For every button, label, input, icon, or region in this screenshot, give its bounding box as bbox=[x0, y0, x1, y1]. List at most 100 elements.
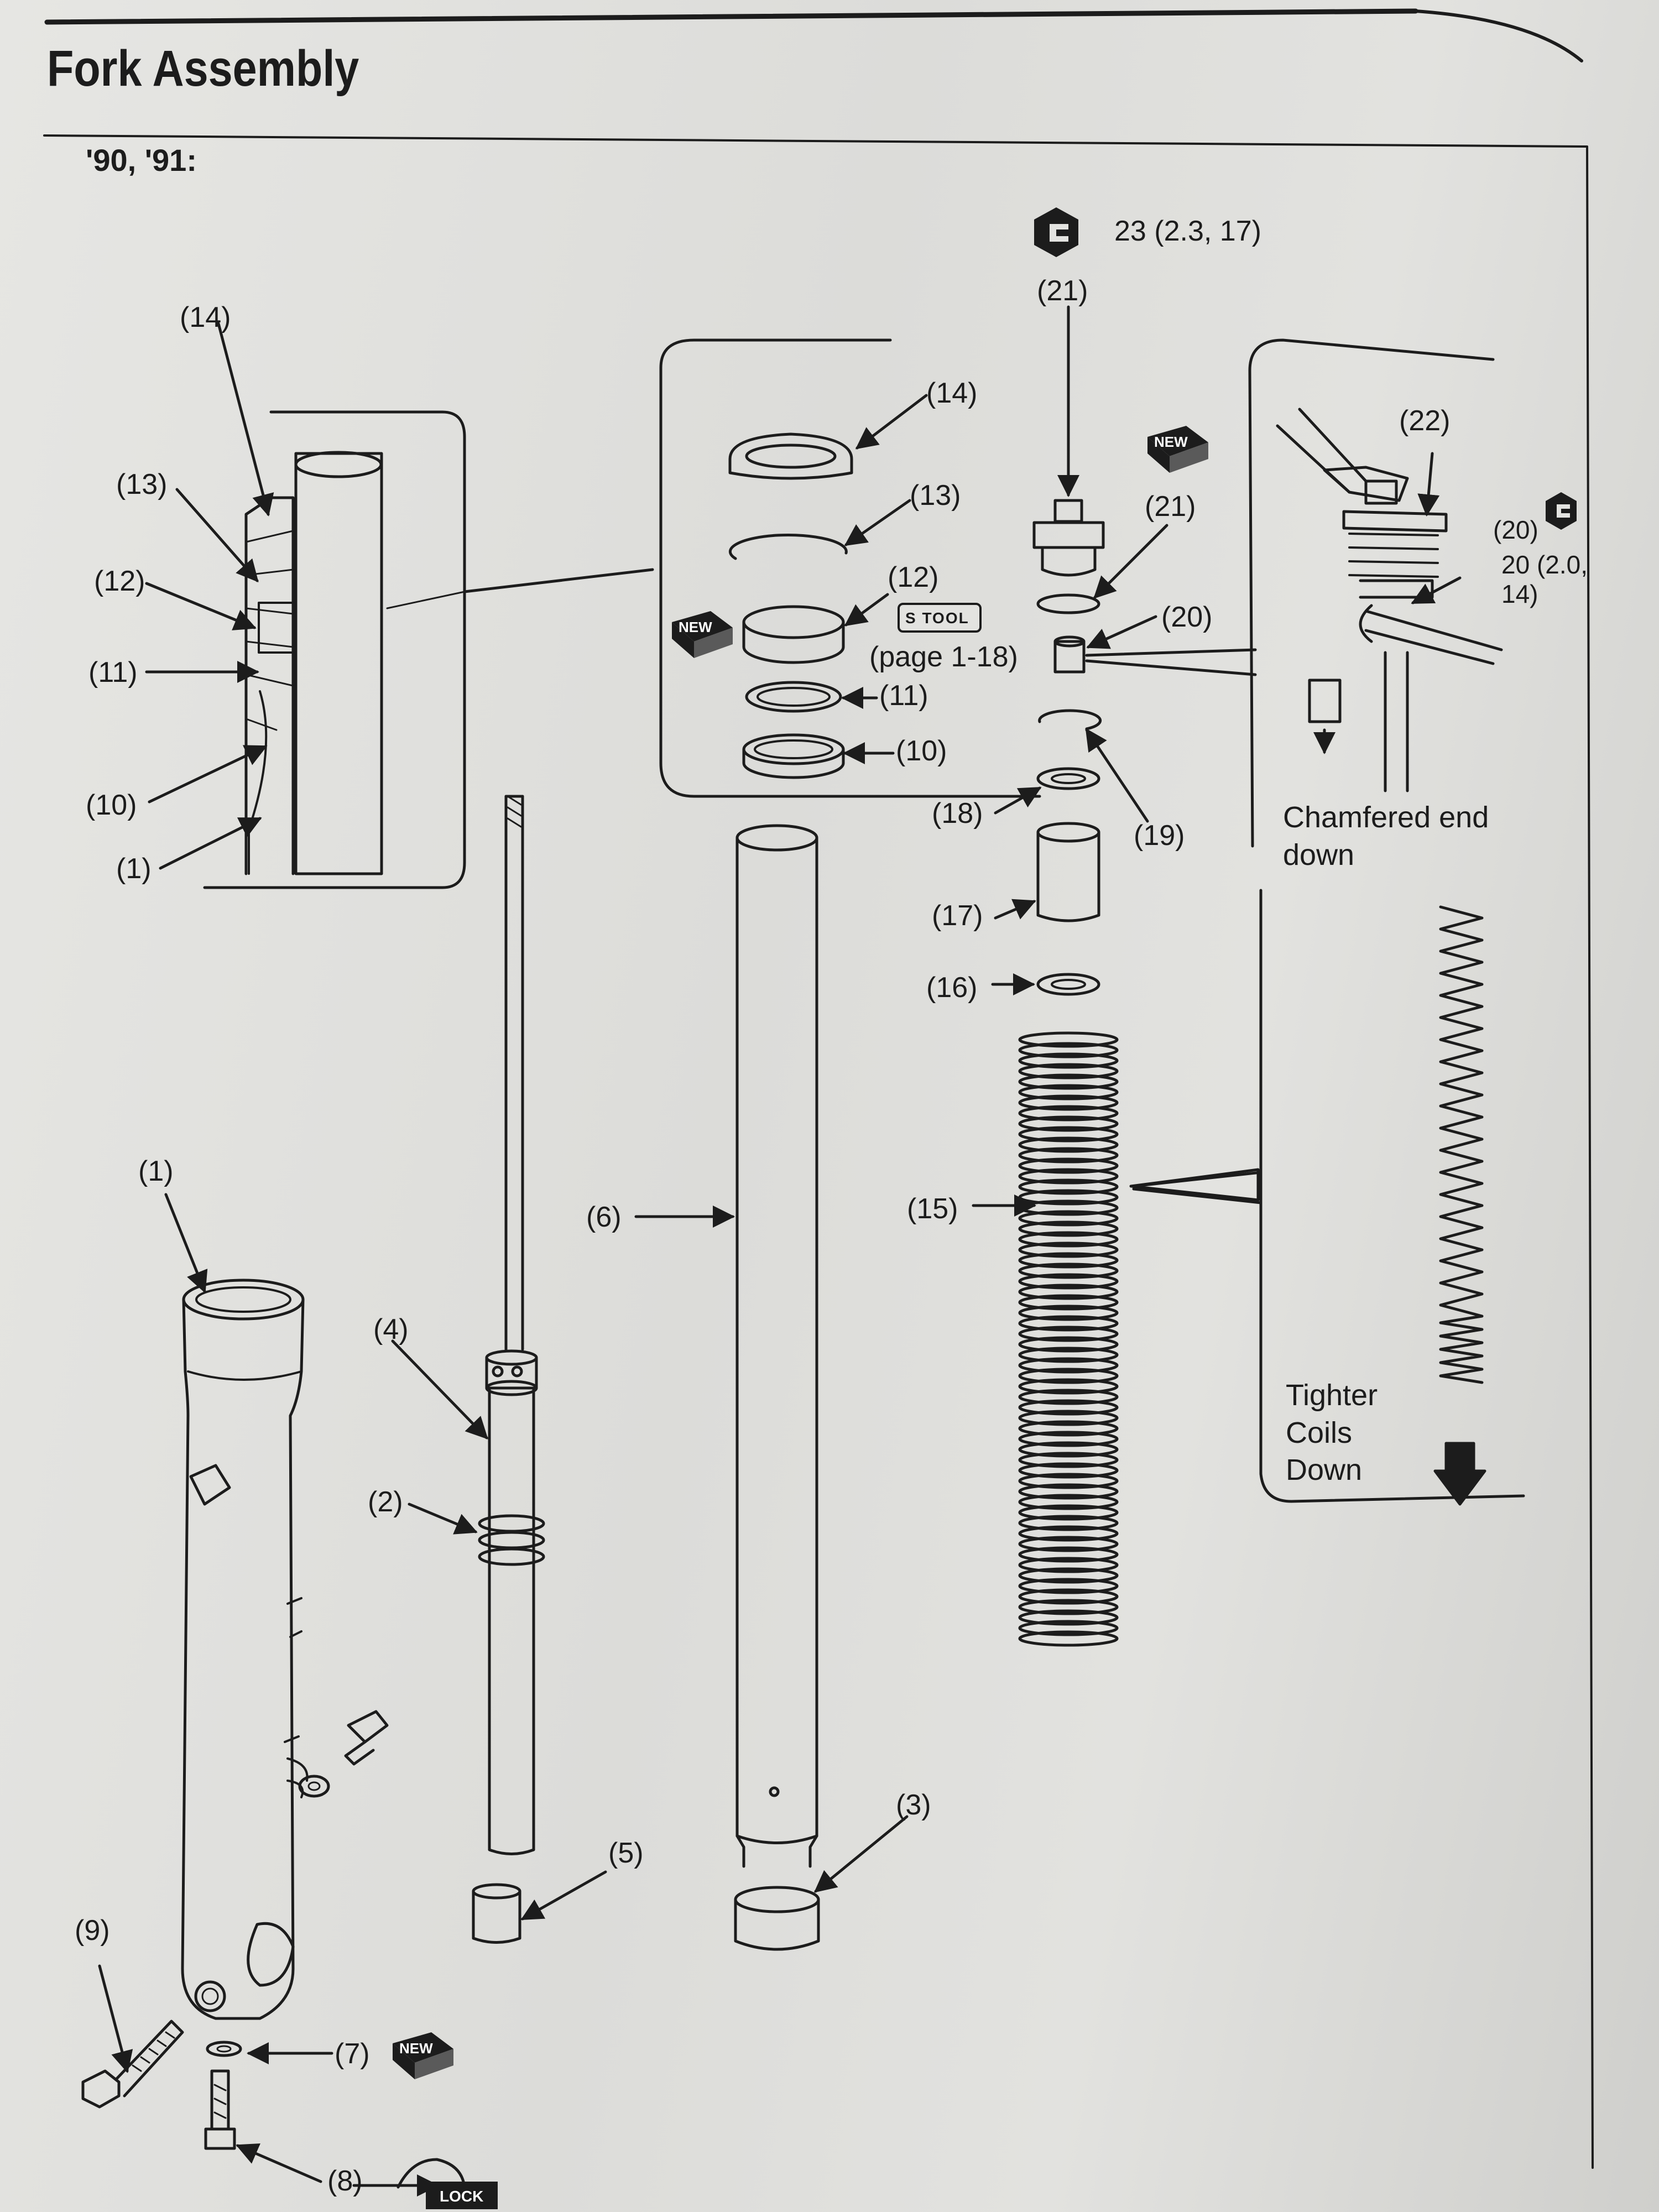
special-tool-icon bbox=[898, 603, 982, 633]
callout-12-inset: (12) bbox=[94, 565, 145, 597]
spring-coil bbox=[1018, 1378, 1119, 1395]
spring-coil bbox=[1018, 1588, 1119, 1605]
spring-coil bbox=[1018, 1284, 1119, 1300]
callout-11-inset: (11) bbox=[88, 656, 138, 688]
spring-coil bbox=[1018, 1042, 1119, 1058]
spring-parts bbox=[991, 709, 1149, 996]
spring-coil bbox=[1018, 1231, 1119, 1248]
slider-bushing-10 bbox=[742, 748, 845, 779]
top-rule bbox=[44, 8, 1418, 25]
spring-coil bbox=[1018, 1410, 1119, 1426]
dust-seal-14 bbox=[728, 432, 853, 480]
spring-coil bbox=[1018, 1483, 1119, 1500]
spring-coil bbox=[1018, 1262, 1119, 1279]
callout-19: (19) bbox=[1134, 820, 1185, 852]
spring-coil bbox=[1018, 1105, 1119, 1121]
callout-4: (4) bbox=[373, 1313, 409, 1345]
torque-wrench-icon bbox=[1546, 492, 1577, 530]
spring-coil bbox=[1018, 1347, 1119, 1363]
spring-coil bbox=[1018, 1620, 1119, 1636]
washer-18 bbox=[1036, 767, 1100, 790]
callout-15: (15) bbox=[907, 1193, 958, 1225]
spring-coil bbox=[1018, 1315, 1119, 1332]
spring-coil bbox=[1018, 1389, 1119, 1405]
damper-rod-4 bbox=[391, 795, 538, 1855]
spring-coil bbox=[1018, 1094, 1119, 1111]
oil-seal-12 bbox=[742, 620, 845, 664]
special-tool-label: S TOOL bbox=[905, 609, 969, 627]
model-years: '90, '91: bbox=[86, 143, 197, 178]
spring-coil bbox=[1018, 1504, 1119, 1521]
spring-coil bbox=[1018, 1210, 1119, 1227]
spring-coil bbox=[1018, 1452, 1119, 1468]
sealing-washer-7 bbox=[206, 2041, 333, 2064]
spring-coil bbox=[1018, 1630, 1119, 1647]
callout-9: (9) bbox=[75, 1914, 110, 1947]
spring-coil bbox=[1018, 1136, 1119, 1153]
spring-coil bbox=[1018, 1536, 1119, 1552]
spring-coil bbox=[1018, 1515, 1119, 1531]
callout-16: (16) bbox=[926, 972, 978, 1004]
fork-slider-1 bbox=[164, 1193, 309, 2020]
lock-label: LOCK bbox=[440, 2188, 484, 2205]
fork-tube-6 bbox=[634, 824, 818, 1868]
spring-collar-20 bbox=[1053, 615, 1257, 676]
callout-2: (2) bbox=[368, 1486, 403, 1518]
callout-21-top: (21) bbox=[1037, 275, 1088, 307]
cap-torque-value: 23 (2.3, 17) bbox=[1114, 215, 1261, 247]
lock-badge-icon bbox=[426, 2182, 498, 2209]
page-title: Fork Assembly bbox=[47, 40, 359, 97]
svg-text:NEW: NEW bbox=[399, 2040, 433, 2057]
stop-ring-13 bbox=[728, 533, 848, 560]
callout-10: (10) bbox=[896, 735, 947, 767]
callout-7: (7) bbox=[335, 2038, 370, 2070]
new-badge-icon: NEW bbox=[672, 611, 733, 658]
spring-coil bbox=[1018, 1578, 1119, 1594]
drain-bolt bbox=[298, 1710, 389, 1798]
callout-14-inset: (14) bbox=[180, 301, 231, 333]
spring-coil bbox=[1018, 1494, 1119, 1510]
o-ring-21 bbox=[1036, 593, 1100, 614]
seal-stack bbox=[659, 338, 1041, 798]
svg-text:NEW: NEW bbox=[679, 619, 712, 635]
spring-coil bbox=[1018, 1525, 1119, 1542]
spacer-17 bbox=[1036, 831, 1100, 922]
socket-bolt-9 bbox=[81, 1964, 184, 2109]
spring-coil bbox=[1018, 1063, 1119, 1079]
spring-coil bbox=[1018, 1178, 1119, 1195]
slider-bushing-3 bbox=[734, 1815, 909, 1951]
figure-frame bbox=[43, 134, 1594, 2169]
spring-coil bbox=[1018, 1126, 1119, 1142]
tighter-coils-note: Tighter Coils Down bbox=[1286, 1379, 1378, 1486]
chamfered-end-note: Chamfered end down bbox=[1283, 801, 1489, 872]
piston-rings-2 bbox=[408, 1503, 545, 1566]
callout-10-inset: (10) bbox=[86, 789, 137, 821]
spring-coil bbox=[1018, 1241, 1119, 1258]
callout-13: (13) bbox=[910, 479, 961, 512]
down-arrow-icon bbox=[1433, 1442, 1486, 1506]
spring-coil bbox=[1018, 1357, 1119, 1374]
spring-coil bbox=[1018, 1420, 1119, 1437]
spring-inset bbox=[1132, 889, 1525, 1506]
spring-coil bbox=[1018, 1147, 1119, 1164]
spring-coil bbox=[1018, 1220, 1119, 1237]
torque-inset bbox=[1248, 338, 1503, 848]
spring-coil bbox=[1018, 1157, 1119, 1174]
spring-coil bbox=[1018, 1084, 1119, 1100]
spring-coil bbox=[1018, 1294, 1119, 1311]
new-badge-icon: NEW bbox=[393, 2032, 453, 2079]
spring-coil bbox=[1018, 1431, 1119, 1447]
callout-22: (22) bbox=[1399, 405, 1451, 437]
callout-6: (6) bbox=[586, 1201, 622, 1233]
spring-zigzag bbox=[1439, 905, 1484, 1384]
spring-coil bbox=[1018, 1557, 1119, 1573]
torque-wrench-icon bbox=[1034, 207, 1078, 257]
callout-12: (12) bbox=[888, 561, 939, 593]
callout-20-side: (20) bbox=[1493, 515, 1538, 544]
spring-seat-16 bbox=[1036, 973, 1100, 996]
lock-icon-arc bbox=[397, 2158, 466, 2189]
spring-coil bbox=[1018, 1609, 1119, 1626]
callout-3: (3) bbox=[896, 1789, 931, 1821]
callout-20: (20) bbox=[1161, 601, 1213, 633]
callout-13-inset: (13) bbox=[116, 468, 168, 500]
